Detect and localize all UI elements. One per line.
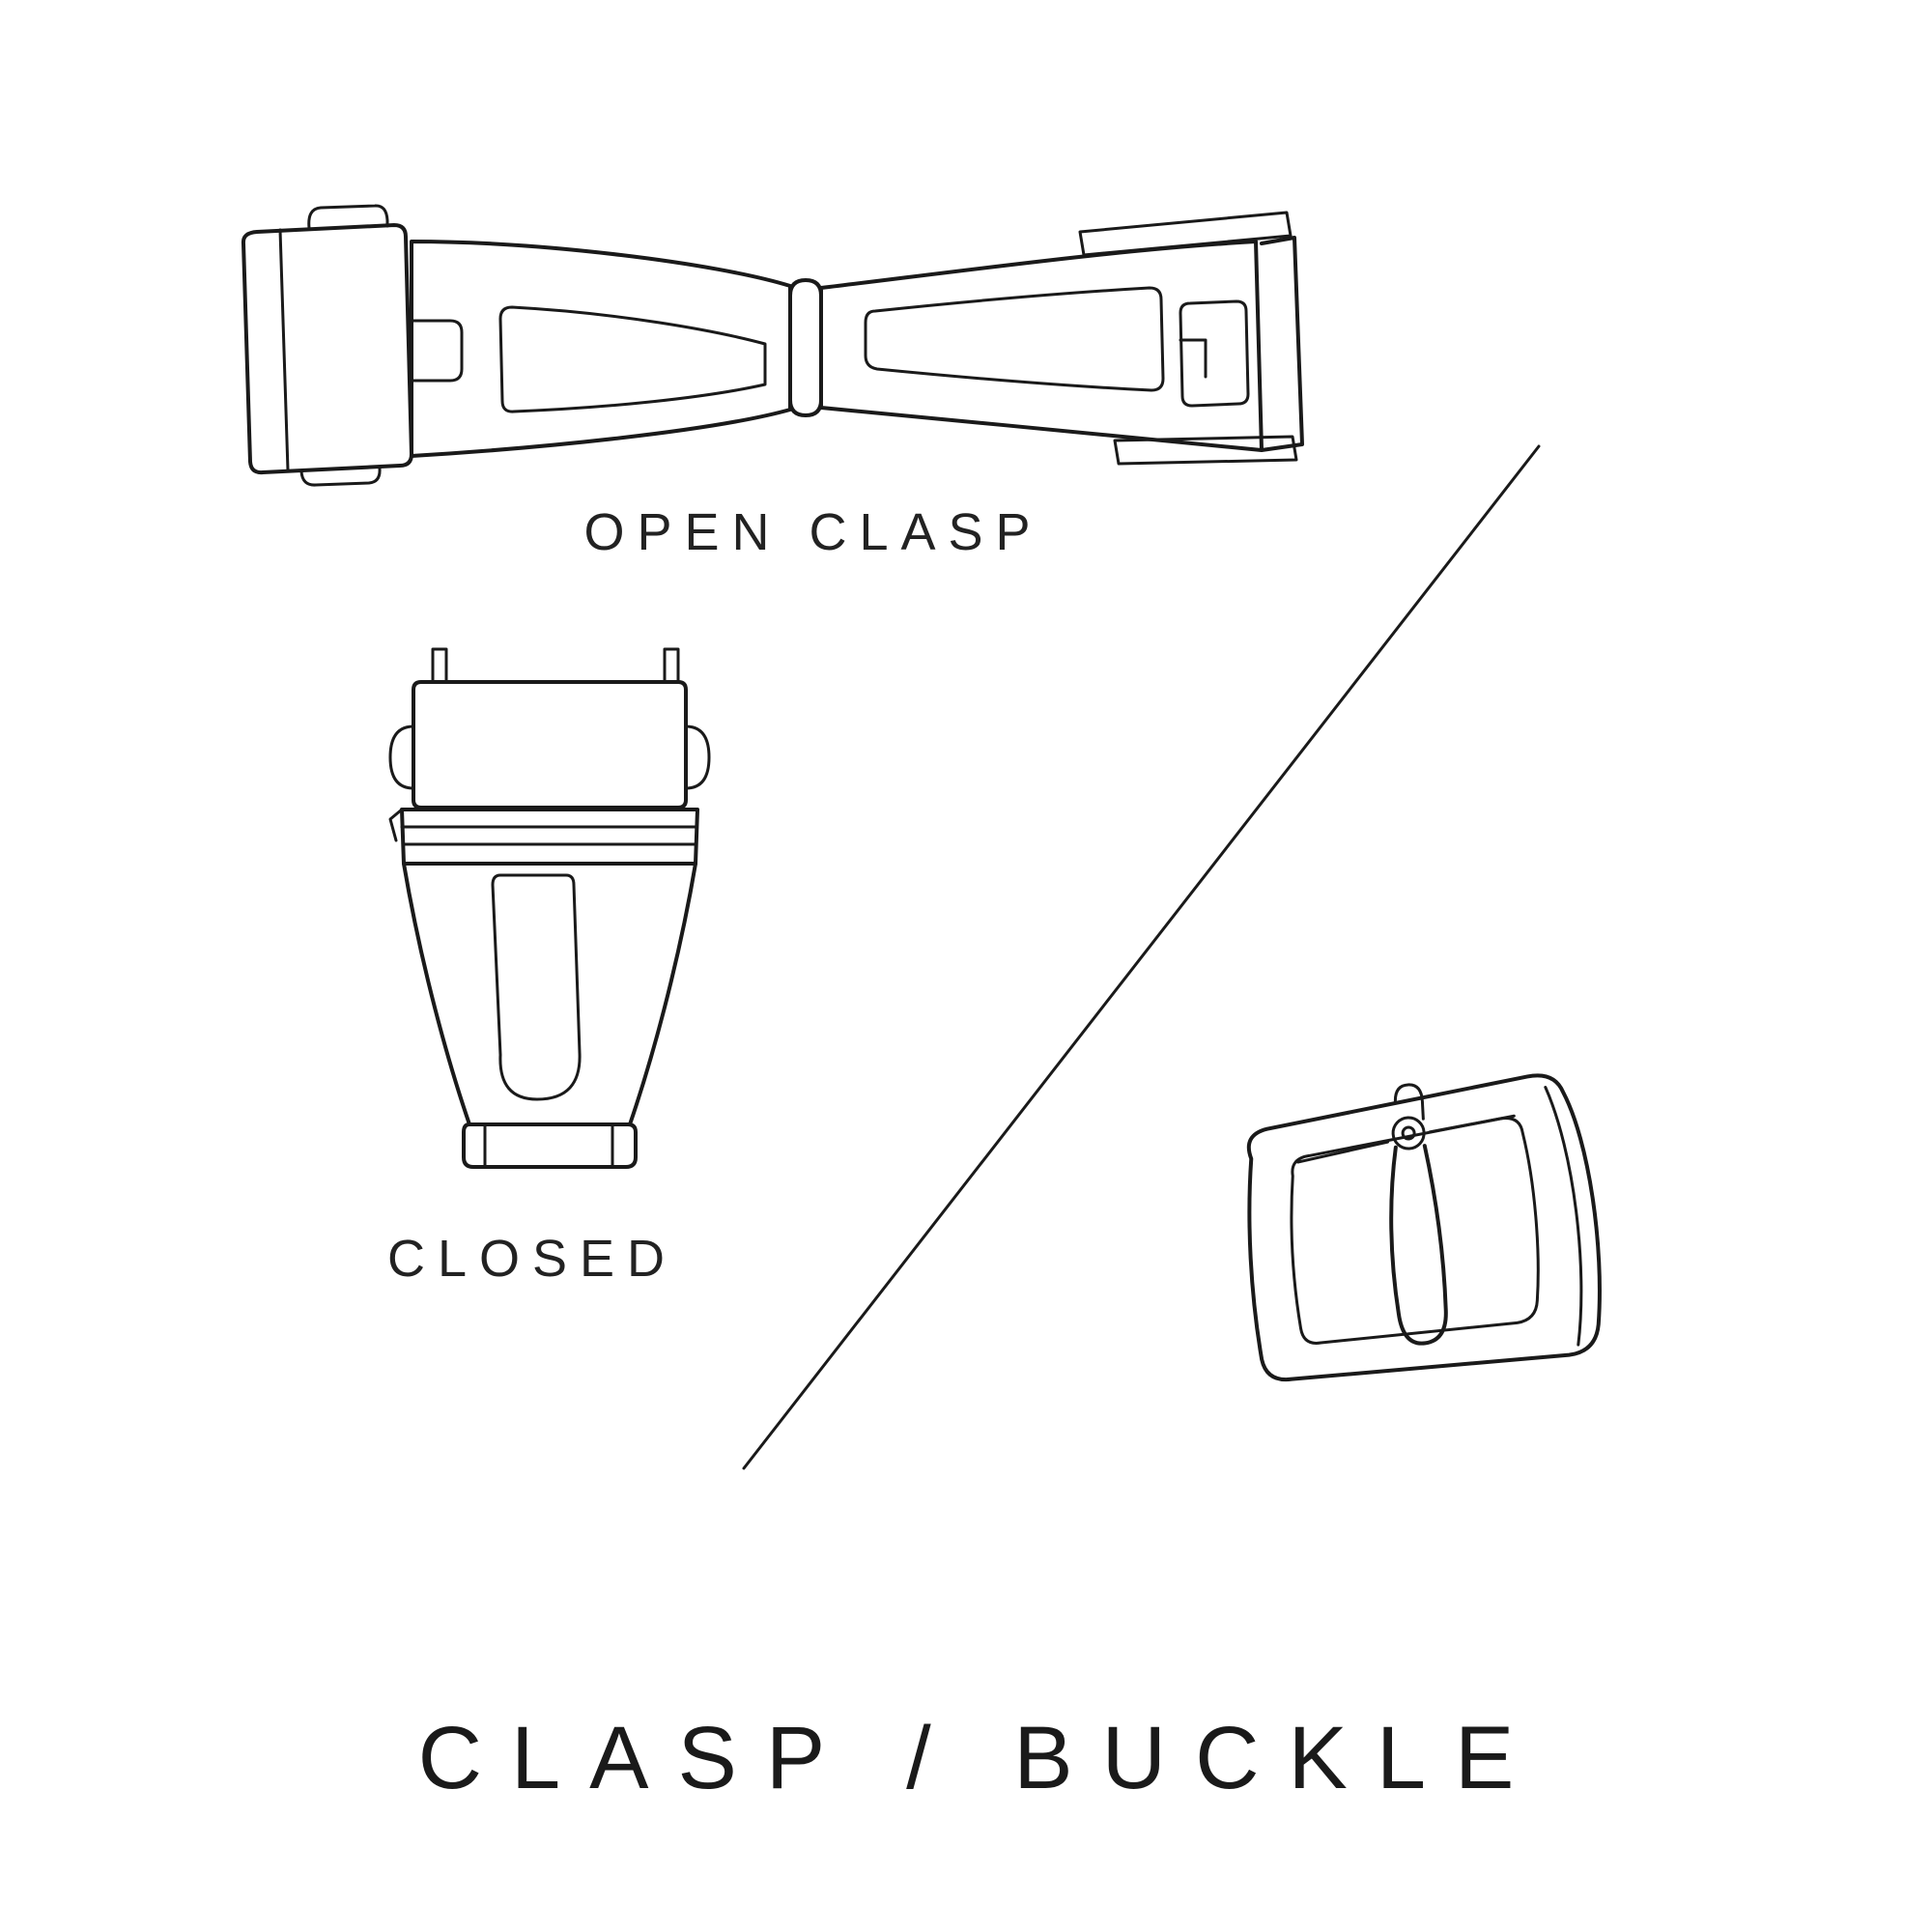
closed-clasp-illustration-icon: [388, 647, 711, 1169]
open-clasp-illustration-icon: [241, 204, 1304, 487]
buckle-illustration-icon: [1246, 1073, 1602, 1382]
closed-label: CLOSED: [386, 1230, 678, 1288]
page-title: CLASP / BUCKLE: [417, 1709, 1544, 1807]
divider-line: [742, 444, 1541, 1470]
open-clasp-label: OPEN CLASP: [583, 503, 1043, 561]
